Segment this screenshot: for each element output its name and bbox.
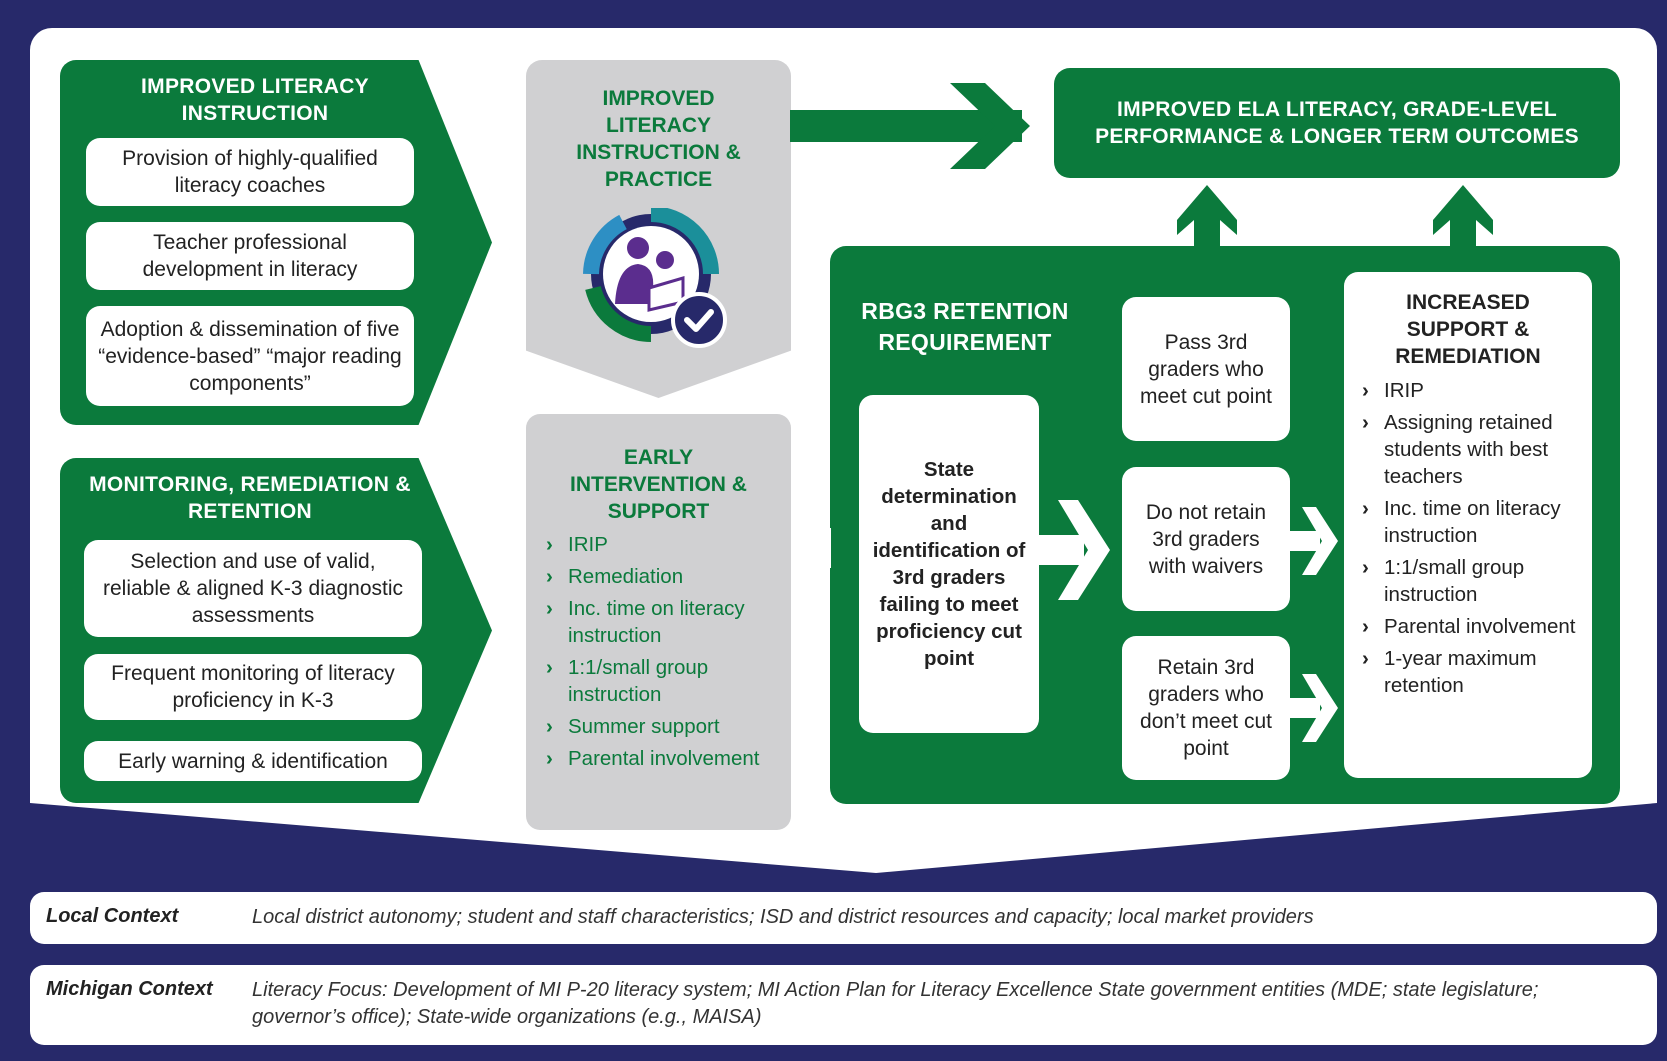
chevron-icon: › <box>1362 647 1369 670</box>
up-arrow-support-icon <box>1433 185 1493 280</box>
list-item: ›1-year maximum retention <box>1362 647 1537 697</box>
list-item: ›Assigning retained students with best t… <box>1362 411 1553 488</box>
arrow-to-outcome-icon <box>790 83 1030 169</box>
chevron-icon: › <box>546 533 553 556</box>
early-warning-box: Early warning & identification <box>84 741 422 781</box>
chevron-icon: › <box>546 715 553 738</box>
coaches-box: Provision of highly-qualified literacy c… <box>86 138 414 206</box>
list-item: ›Inc. time on literacy instruction <box>1362 497 1561 547</box>
list-item: ›Parental involvement <box>546 747 760 770</box>
retain-box: Retain 3rd graders who don’t meet cut po… <box>1122 636 1290 780</box>
monitoring-remediation-title: MONITORING, REMEDIATION & RETENTION <box>89 473 411 523</box>
michigan-context-text: Literacy Focus: Development of MI P-20 l… <box>252 979 1539 1028</box>
arrow-into-rbg3-icon <box>791 528 831 568</box>
increased-support-box <box>1344 272 1592 778</box>
chevron-icon: › <box>1362 615 1369 638</box>
local-context-text: Local district autonomy; student and sta… <box>252 906 1314 928</box>
chevron-icon: › <box>546 565 553 588</box>
improved-ela-outcome-box: IMPROVED ELA LITERACY, GRADE-LEVEL PERFO… <box>1054 68 1620 178</box>
diagnostic-assessments-box: Selection and use of valid, reliable & a… <box>84 540 422 637</box>
list-item: ›Inc. time on literacy instruction <box>546 597 745 647</box>
arrow-state-to-outcomes-icon <box>1038 500 1110 600</box>
chevron-icon: › <box>546 597 553 620</box>
early-intervention-panel <box>526 414 791 830</box>
waiver-box: Do not retain 3rd graders with waivers <box>1122 467 1290 611</box>
improved-instruction-practice-title: IMPROVED LITERACY INSTRUCTION & PRACTICE <box>576 87 741 191</box>
increased-support-title: INCREASED SUPPORT & REMEDIATION <box>1395 291 1541 368</box>
michigan-context-bar: Michigan Context Literacy Focus: Develop… <box>30 965 1657 1045</box>
reading-family-check-icon <box>583 208 727 348</box>
arrow-retain-to-support-icon <box>1290 674 1338 742</box>
increased-support-list: ›IRIP ›Assigning retained students with … <box>1362 377 1584 704</box>
early-intervention-title: EARLY INTERVENTION & SUPPORT <box>570 446 747 523</box>
list-item: ›Remediation <box>546 565 684 588</box>
rbg3-title: RBG3 RETENTION REQUIREMENT <box>861 298 1069 355</box>
list-item: ›IRIP <box>546 533 608 556</box>
state-determination-box: State determination and identification o… <box>859 395 1039 733</box>
michigan-context-label: Michigan Context <box>46 978 213 1000</box>
list-item: ›1:1/small group instruction <box>1362 556 1525 606</box>
local-context-bar: Local Context Local district autonomy; s… <box>30 892 1657 944</box>
improved-literacy-instruction-title: IMPROVED LITERACY INSTRUCTION <box>141 75 369 125</box>
evidence-based-box: Adoption & dissemination of five “eviden… <box>86 306 414 406</box>
chevron-icon: › <box>546 656 553 679</box>
teacher-pd-box: Teacher professional development in lite… <box>86 222 414 290</box>
list-item: ›Parental involvement <box>1362 615 1576 638</box>
local-context-label: Local Context <box>46 905 179 927</box>
list-item: ›IRIP <box>1362 379 1424 402</box>
list-item: ›1:1/small group instruction <box>546 656 709 706</box>
chevron-icon: › <box>1362 497 1369 520</box>
arrow-waiver-to-support-icon <box>1290 507 1338 575</box>
up-arrow-pass-icon <box>1177 185 1237 300</box>
chevron-icon: › <box>1362 411 1369 434</box>
chevron-icon: › <box>1362 379 1369 402</box>
chevron-icon: › <box>546 747 553 770</box>
chevron-icon: › <box>1362 556 1369 579</box>
pass-3rd-graders-box: Pass 3rd graders who meet cut point <box>1122 297 1290 441</box>
list-item: ›Summer support <box>546 715 720 738</box>
early-intervention-list: ›IRIP ›Remediation ›Inc. time on literac… <box>546 531 781 777</box>
frequent-monitoring-box: Frequent monitoring of literacy proficie… <box>84 654 422 720</box>
